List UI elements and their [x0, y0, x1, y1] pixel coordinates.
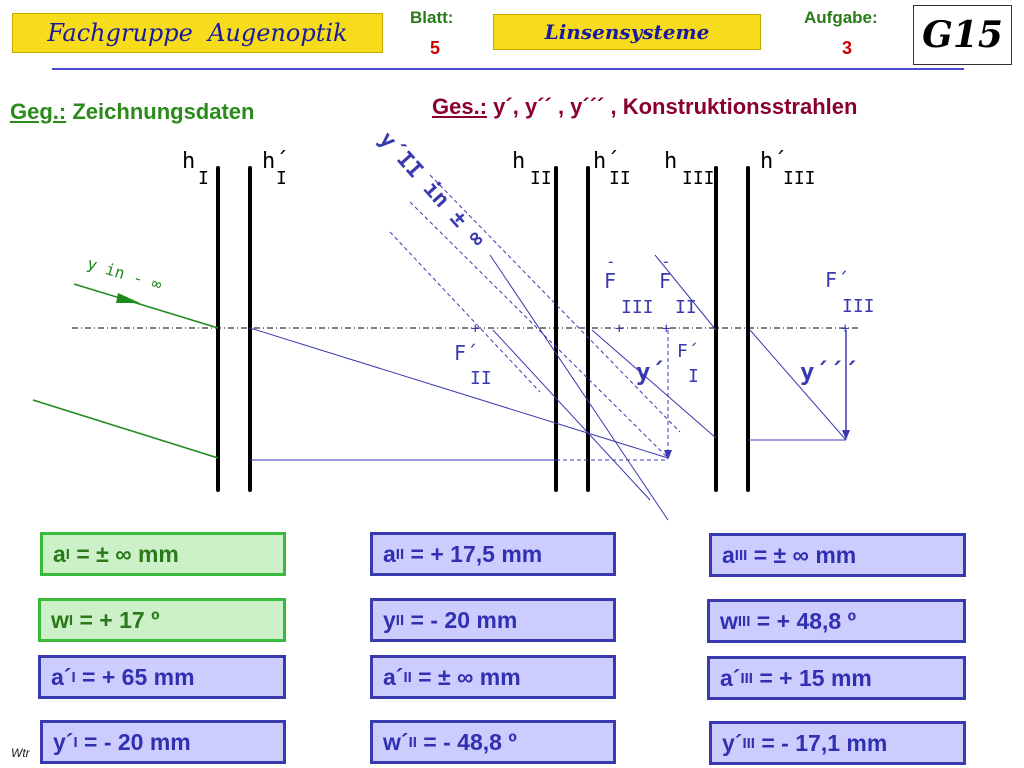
logo: G15: [913, 5, 1012, 65]
plane-label-5: h: [664, 149, 677, 174]
ray-solid-4: [654, 254, 717, 331]
incoming-ray-bottom: [32, 399, 219, 459]
box-a-prime-III: a´III = + 15 mm: [707, 656, 966, 700]
plane-sub-6: III: [783, 168, 816, 189]
box-y-prime-III: y´III = - 17,1 mm: [709, 721, 966, 765]
author-initials: Wtr: [11, 746, 30, 760]
box-a-prime-II: a´II = ± ∞ mm: [370, 655, 616, 699]
y-prime-label: y´: [636, 358, 665, 386]
topic-title: Linsensysteme: [544, 20, 710, 44]
plane-sub-1: I: [198, 168, 209, 189]
f-bar-II-label: F: [659, 269, 671, 293]
focal-marker-F-III: +: [841, 321, 849, 337]
y-triple-prime-label: y´´´: [800, 358, 858, 386]
f-bar-III-label: F: [604, 269, 616, 293]
plane-sub-3: II: [530, 168, 552, 189]
f-bar-III-sub: III: [621, 297, 654, 318]
f-prime-II-sub: II: [470, 368, 492, 389]
lens-I-rays: [249, 327, 669, 461]
logo-text: G15: [922, 14, 1003, 56]
plane-label-3: h: [512, 149, 525, 174]
sought-line: Ges.: y´, y´´ , y´´´ , Konstruktionsstra…: [432, 94, 857, 120]
plane-sub-2: I: [276, 168, 287, 189]
plane-sub-4: II: [609, 168, 631, 189]
box-w-prime-II: w´II = - 48,8 º: [370, 720, 616, 764]
aufgabe-label: Aufgabe:: [804, 8, 878, 27]
plane-label-2: h´: [262, 149, 289, 174]
focal-markers: + + + +: [471, 321, 849, 337]
construction-ray-3: [429, 174, 681, 433]
ray-solid-1: [489, 254, 669, 521]
construction-ray-1: [389, 231, 541, 393]
header-divider: [52, 68, 964, 70]
ray-solid-3: [591, 329, 717, 439]
incoming-ray-top: [73, 283, 219, 329]
incoming-rays: [32, 283, 219, 459]
given-text: Zeichnungsdaten: [72, 99, 255, 124]
f-bar-II-bar: -: [661, 252, 671, 271]
ray-II-label: y´II in ± ∞: [374, 127, 491, 253]
topic-box: Linsensysteme: [493, 14, 761, 50]
given-line: Geg.: Zeichnungsdaten: [10, 99, 254, 125]
focal-marker-Fbar-II: +: [662, 321, 670, 337]
ray-solid-5: [749, 329, 847, 441]
box-y-prime-I: y´I = - 20 mm: [40, 720, 286, 764]
header-title-box: Fachgruppe Augenoptik: [12, 13, 383, 53]
incoming-arrow-head: [116, 293, 140, 303]
ray-in-label: y in - ∞: [85, 254, 165, 295]
box-a-prime-I: a´I = + 65 mm: [38, 655, 286, 699]
dashed-arrow-head: [664, 450, 672, 460]
plane-label-6: h´: [760, 149, 787, 174]
ray-through-focus: [249, 327, 669, 459]
y-triple-prime-arrow-head: [842, 430, 850, 440]
f-prime-I-sub: I: [688, 366, 699, 387]
f-bar-III-bar: -: [606, 252, 616, 271]
header-title: Fachgruppe Augenoptik: [47, 19, 348, 47]
plane-sub-5: III: [682, 168, 715, 189]
focal-marker-Fbar-III: +: [615, 321, 623, 337]
plane-label-4: h´: [593, 149, 620, 174]
blatt-value: 5: [430, 38, 441, 58]
lens-II-III-rays: [489, 254, 847, 521]
sought-label: Ges.:: [432, 94, 488, 119]
f-bar-II-sub: II: [675, 297, 697, 318]
f-prime-I-label: F´: [677, 341, 699, 362]
focal-marker-F-II: +: [471, 321, 479, 337]
sought-text: y´, y´´ , y´´´ , Konstruktionsstrahlen: [493, 94, 858, 119]
construction-ray-2: [409, 201, 669, 459]
principal-planes: [216, 166, 750, 492]
ray-solid-2: [492, 329, 651, 501]
f-prime-III-label: F´: [825, 268, 849, 292]
plane-label-1: h: [182, 149, 195, 174]
f-prime-II-label: F´: [454, 341, 478, 365]
given-label: Geg.:: [10, 99, 67, 124]
blatt-label: Blatt:: [410, 8, 454, 27]
f-prime-III-sub: III: [842, 296, 875, 317]
construction-rays-dashed: [389, 174, 681, 459]
aufgabe-value: 3: [842, 38, 853, 58]
